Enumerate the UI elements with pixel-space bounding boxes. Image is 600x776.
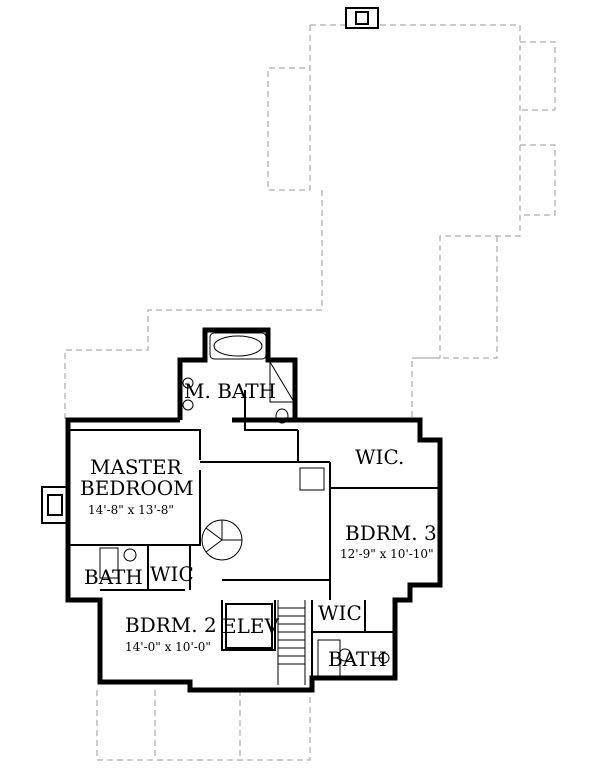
label-bdrm2: BDRM. 2 [125, 613, 217, 637]
label-bdrm3-dims: 12'-9" x 10'-10" [340, 547, 434, 561]
label-wic-right: WIC [318, 601, 362, 625]
label-bedroom: BEDROOM [80, 476, 194, 500]
room-labels: M. BATH MASTER BEDROOM 14'-8" x 13'-8" W… [80, 379, 437, 671]
label-wic-top: WIC. [355, 445, 404, 469]
fireplace [41, 486, 69, 524]
label-m-bath: M. BATH [184, 379, 276, 403]
label-master: MASTER [90, 455, 183, 479]
label-bdrm3: BDRM. 3 [345, 521, 437, 545]
label-bath-right: BATH [328, 647, 387, 671]
chimney [345, 7, 379, 29]
label-wic-left: WIC [150, 562, 194, 586]
label-master-dims: 14'-8" x 13'-8" [88, 503, 174, 517]
fixtures [99, 332, 390, 685]
roof-outline [64, 24, 556, 761]
label-bath-left: BATH [84, 565, 143, 589]
label-bdrm2-dims: 14'-0" x 10'-0" [125, 640, 211, 654]
label-elev: ELEV [222, 614, 279, 638]
interior-walls [68, 390, 440, 678]
exterior-walls [65, 327, 443, 693]
